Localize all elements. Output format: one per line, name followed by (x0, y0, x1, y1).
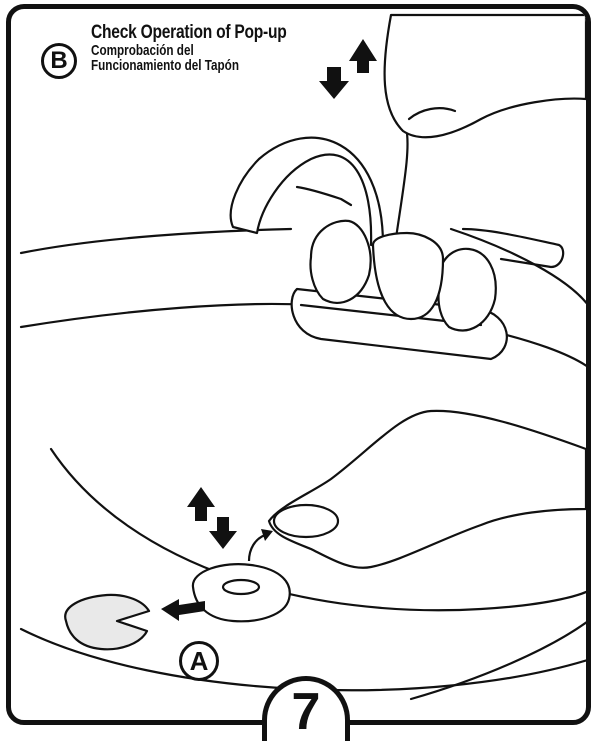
stopper-in-hand (274, 505, 338, 537)
left-handle (311, 221, 371, 303)
right-handle (438, 249, 495, 331)
arrow-up-top (349, 39, 377, 73)
title-spanish-line-2: Funcionamiento del Tapón (91, 58, 277, 73)
title-spanish-line-1: Comprobación del (91, 43, 277, 58)
faucet-illustration (11, 9, 586, 720)
hand-top (385, 15, 586, 137)
hand-bottom (269, 411, 586, 568)
arrow-curved (249, 535, 265, 561)
arrow-left (161, 599, 205, 621)
instruction-panel: B Check Operation of Pop-up Comprobación… (6, 4, 591, 725)
popup-stopper-cap (193, 564, 290, 621)
title-english: Check Operation of Pop-up (91, 23, 287, 43)
stopper-gasket-piece (65, 595, 149, 649)
arrow-up-bottom (187, 487, 215, 521)
counter-edge-line (21, 229, 291, 253)
title-block: Check Operation of Pop-up Comprobación d… (91, 23, 329, 73)
arrow-down-bottom (209, 517, 237, 549)
step-badge-b: B (41, 43, 77, 79)
callout-badge-a: A (179, 641, 219, 681)
